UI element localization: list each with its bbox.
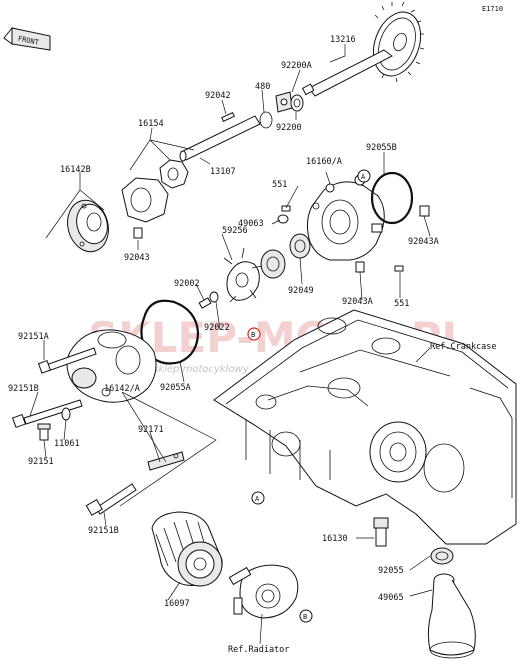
callout-b-lower-label: B (303, 613, 307, 621)
pin-92042 (221, 111, 235, 123)
callout-b-upper: B (247, 327, 261, 341)
label-16130: 16130 (322, 534, 348, 544)
leader-lines (29, 44, 433, 645)
oil-filter-16097 (151, 511, 223, 587)
water-pump-housing-16160a (306, 174, 385, 261)
oil-strainer-49065 (427, 573, 476, 659)
bolt-92002 (198, 297, 212, 309)
label-92055: 92055 (378, 566, 404, 576)
label-92151a: 92151A (18, 332, 49, 342)
label-92043: 92043 (124, 253, 150, 263)
washer-92022 (209, 291, 219, 303)
crankcase-outline (213, 309, 517, 545)
label-92049: 92049 (288, 286, 314, 296)
dowel-pin-92043a-mid (355, 261, 365, 273)
label-16160a: 16160/A (306, 157, 342, 167)
label-49065: 49065 (378, 593, 404, 603)
o-ring-92055b (370, 171, 414, 225)
label-92151b-top: 92151B (8, 384, 39, 394)
label-92022: 92022 (204, 323, 230, 333)
ref-crankcase-label: Ref.Crankcase (430, 342, 497, 352)
callout-a-upper-label: A (361, 173, 366, 181)
pump-shaft-13107 (179, 115, 261, 162)
callout-a-lower: A (251, 491, 265, 505)
label-16154: 16154 (138, 119, 164, 129)
label-13107: 13107 (210, 167, 236, 177)
label-92055a: 92055A (160, 383, 191, 393)
label-16142b: 16142B (60, 165, 91, 175)
label-49063: 49063 (238, 219, 264, 229)
label-92151b-bottom: 92151B (88, 526, 119, 536)
label-551-bottom: 551 (394, 299, 409, 309)
pin-551-bottom (394, 265, 404, 272)
dowel-pin-92043a-right (419, 205, 430, 217)
pump-cover-16142b (67, 199, 109, 253)
label-59256: 59256 (222, 226, 248, 236)
oil-pump-assembly-16142a (66, 329, 157, 403)
bolt-92151b-bottom (85, 483, 137, 516)
figure-code: E1710 (482, 5, 503, 13)
callout-b-upper-label: B (251, 331, 255, 339)
mechanical-seal-92049 (289, 233, 311, 259)
label-92171: 92171 (138, 425, 164, 435)
plug-16130 (373, 517, 389, 547)
circlip-480 (259, 111, 273, 129)
front-direction-badge: FRONT (3, 26, 51, 51)
impeller-59256 (223, 247, 286, 303)
label-92200a: 92200A (281, 61, 312, 71)
label-92042: 92042 (205, 91, 231, 101)
bracket-92171 (147, 451, 185, 471)
ref-radiator-label: Ref.Radiator (228, 645, 289, 655)
label-551-top: 551 (272, 180, 287, 190)
label-480: 480 (255, 82, 270, 92)
oil-cooler-fitting (228, 564, 299, 619)
seal-49063 (277, 214, 289, 224)
label-92151: 92151 (28, 457, 54, 467)
washer-92200 (290, 94, 304, 112)
washer-11061 (61, 407, 71, 421)
bolt-92151a (37, 347, 97, 374)
label-16097: 16097 (164, 599, 190, 609)
label-11061: 11061 (54, 439, 80, 449)
label-16142a: 16142/A (104, 384, 140, 394)
pump-drive-gear-13216 (301, 1, 425, 97)
label-13216: 13216 (330, 35, 356, 45)
watermark-tagline: internetowy sklep motocyklowy (90, 364, 250, 375)
label-92055b: 92055B (366, 143, 397, 153)
callout-b-lower: B (299, 609, 313, 623)
o-ring-92055 (430, 547, 454, 565)
bolt-92151 (37, 423, 51, 441)
collar-92200a (275, 91, 293, 113)
callout-a-upper: A (357, 169, 371, 183)
callout-a-lower-label: A (255, 495, 260, 503)
label-92043a-right: 92043A (408, 237, 439, 247)
outer-rotor-16154 (121, 177, 169, 223)
pin-551-top (281, 205, 291, 212)
label-92043a-mid: 92043A (342, 297, 373, 307)
dowel-pin-92043 (133, 227, 143, 239)
bolt-92151b-top (11, 399, 83, 429)
label-92200: 92200 (276, 123, 302, 133)
label-92002: 92002 (174, 279, 200, 289)
inner-rotor-16154 (159, 159, 189, 189)
